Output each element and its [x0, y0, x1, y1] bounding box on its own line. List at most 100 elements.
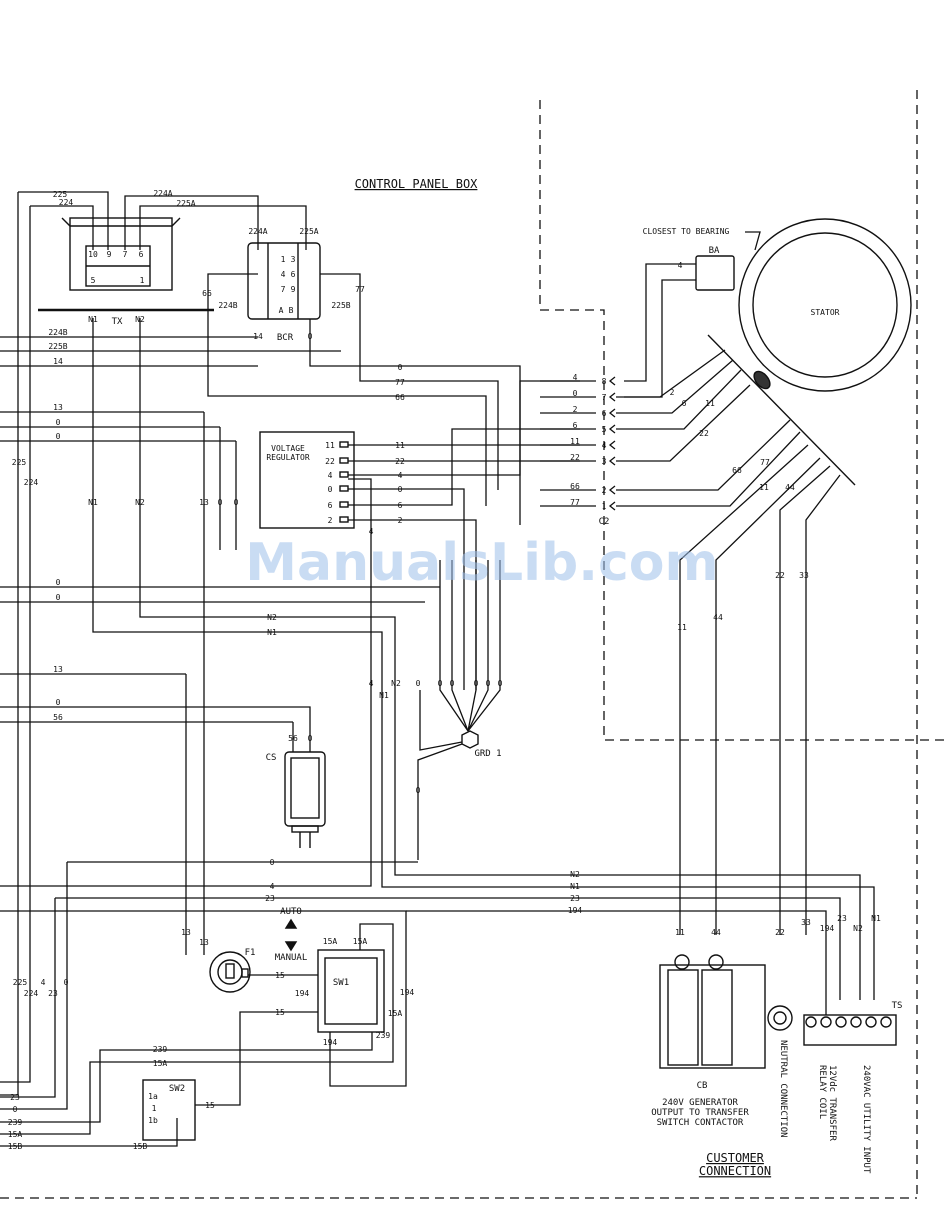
stator-outer [738, 218, 912, 392]
wire-N1 [92, 318, 875, 1000]
wire-label: 0 [474, 679, 479, 688]
vr-terminal: 22 [325, 457, 335, 466]
bcr-terminal: 1 [281, 255, 286, 264]
wire-4 [624, 263, 696, 382]
wire-label: 22 [570, 453, 580, 462]
wire-label: 0 [308, 332, 313, 341]
wire-label: 224A [248, 227, 267, 236]
sw2-terminal: 1 [152, 1104, 157, 1113]
wire-label: 23 [837, 914, 847, 923]
bcr-terminal: 9 [291, 285, 296, 294]
wire-label: 0 [486, 679, 491, 688]
wire-label: 0 [234, 498, 239, 507]
grd-lead [467, 560, 489, 732]
wire-label: 224 [59, 198, 74, 207]
cb-label: CB [697, 1081, 708, 1091]
wire-N2 [139, 318, 861, 1000]
wire-label: 239 [153, 1045, 168, 1054]
c2-terminal: 7 [602, 393, 607, 402]
wire-label: N2 [570, 870, 580, 879]
wire-label: 15 [205, 1101, 215, 1110]
stator-lead-sleeve [753, 370, 771, 390]
grd-lead [439, 560, 469, 732]
c2-terminal: 1 [602, 502, 607, 511]
ba-body [695, 255, 735, 291]
wire-label: 2 [573, 405, 578, 414]
auto-arrow-icon [284, 918, 298, 929]
ts-terminal [865, 1016, 877, 1028]
stator-lead-bundle [707, 334, 856, 486]
wire-label: N2 [135, 498, 145, 507]
ba-label: BA [709, 246, 720, 256]
wire-label: 0 [13, 1105, 18, 1114]
wire-label: 0 [56, 698, 61, 707]
c2-terminal: 5 [602, 425, 607, 434]
c2-terminal: 3 [602, 457, 607, 466]
wire-label: 225B [331, 301, 350, 310]
bcr-terminal: 6 [291, 270, 296, 279]
wire-label: N1 [88, 315, 98, 324]
bcr-terminal: 7 [281, 285, 286, 294]
vr-terminal: 4 [328, 471, 333, 480]
wire-label: 4 [369, 527, 374, 536]
wire-label: 224 [24, 478, 39, 487]
sw2-terminal: 1a [148, 1092, 158, 1101]
grd1-terminal [461, 730, 479, 749]
wire-label: 194 [323, 1038, 338, 1047]
wire-label: 4 [369, 679, 374, 688]
stator-label: STATOR [811, 308, 840, 317]
wire-2 [616, 419, 791, 491]
vr-terminal-tab [339, 457, 349, 464]
wire-label: 77 [570, 498, 580, 507]
cb-terminal-screw [708, 954, 724, 970]
cs-label: CS [266, 753, 277, 763]
bearing-pointer [745, 231, 761, 251]
wire-3 [616, 384, 751, 462]
wire-label: 0 [573, 389, 578, 398]
f1-element [225, 963, 235, 979]
wire-label: N2 [135, 315, 145, 324]
wire-77 [320, 273, 499, 490]
f1-label: F1 [245, 948, 256, 958]
wire-label: 23 [48, 989, 58, 998]
wire-label: 11 [705, 399, 715, 408]
wire-15 [195, 1011, 318, 1106]
wire-label: 11 [759, 483, 769, 492]
wire-15B [0, 1118, 178, 1147]
wire-label: 0 [64, 978, 69, 987]
grd-lead [417, 743, 463, 860]
wire-label: 225 [53, 190, 68, 199]
wire-label: 15A [388, 1009, 403, 1018]
ts-strip [803, 1014, 897, 1046]
wire-label: 11 [675, 928, 685, 937]
wire-label: 0 [56, 432, 61, 441]
wire-label: 225 [13, 978, 28, 987]
wire-label: 14 [53, 357, 63, 366]
wire-0 [348, 488, 465, 690]
auto-label: AUTO [280, 907, 302, 917]
vr-terminal: 0 [328, 485, 333, 494]
vr-terminal: 6 [328, 501, 333, 510]
control-panel-box-title: CONTROL PANEL BOX [355, 177, 479, 191]
vr-terminal-tab [339, 471, 349, 478]
wire-label: 15B [133, 1142, 148, 1151]
connector-arrow [608, 501, 616, 511]
wire-11 [679, 444, 809, 935]
wire-label: 22 [395, 457, 405, 466]
wire-label: 224A [153, 189, 172, 198]
wire-label: 0 [308, 734, 313, 743]
connector-arrow [608, 376, 616, 386]
wire-label: 0 [450, 679, 455, 688]
wire-224 [30, 205, 94, 250]
c2-terminal: 8 [602, 377, 607, 386]
wire-label: 56 [53, 713, 63, 722]
tx-terminal: 1 [140, 276, 145, 285]
wire-6 [348, 428, 580, 506]
wire-0 [0, 862, 68, 1110]
wire-label: 0 [56, 578, 61, 587]
ts-terminal [835, 1016, 847, 1028]
vr-terminal-tab [339, 485, 349, 492]
wire-5 [616, 369, 742, 430]
bcr-terminal: B [289, 306, 294, 315]
